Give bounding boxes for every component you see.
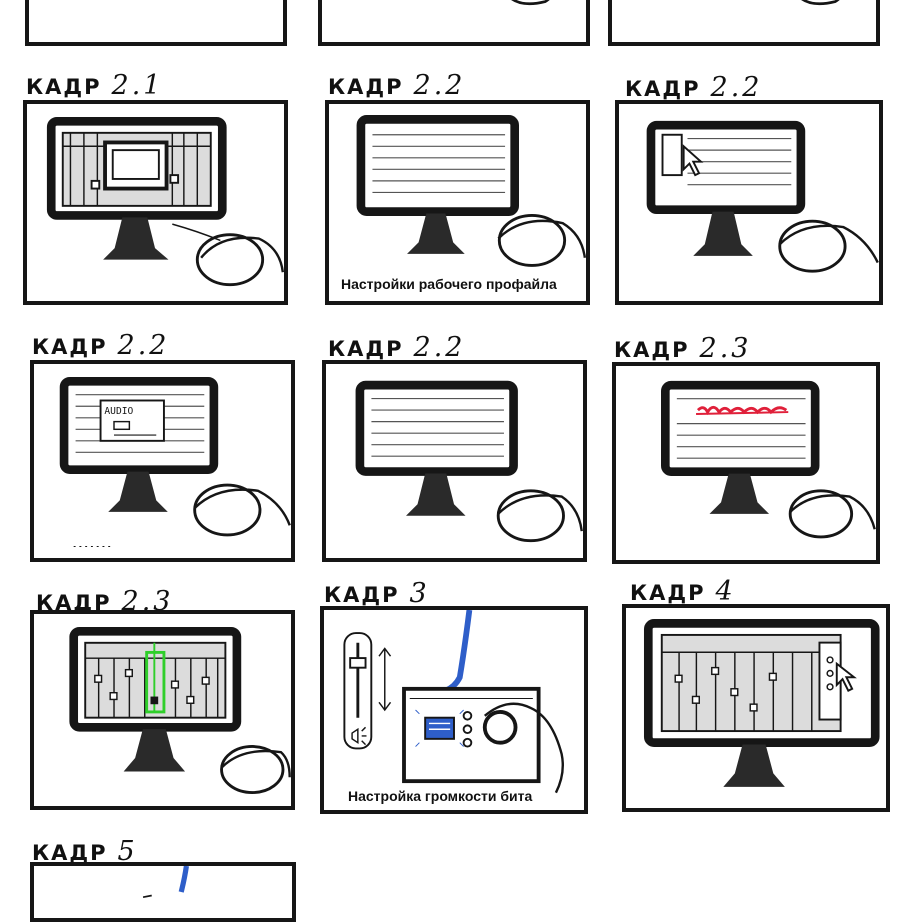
storyboard-frame-2-3-b [30,610,295,810]
frame-label: КАДР 2.2 [328,332,465,363]
frame-label: КАДР 2.2 [328,70,465,101]
mixer-side-sketch [643,619,880,787]
storyboard-frame-2-3-a [612,362,880,564]
frame-label-text: КАДР [328,75,404,99]
screen-text: AUDIO [104,406,133,417]
frame-sketch [801,0,840,6]
frame-number: 2.2 [413,70,466,101]
frame-label-text: КАДР [26,75,102,99]
frame-number: 2.3 [699,333,752,364]
frame-caption: Настройка громкости бита [348,788,533,804]
storyboard-frame-2-2-d [322,360,587,562]
frame-sketch [511,0,550,6]
frame-sketch [29,0,283,42]
mixer-popup-sketch [46,116,284,287]
frame-label-text: КАДР [32,335,108,359]
frame-label: КАДР 2.1 [26,70,163,101]
settings-screen-sketch [355,380,583,543]
frame-number: 3 [409,578,430,609]
frame-label-text: КАДР [630,581,706,605]
frame-number: 2.2 [413,332,466,363]
frame-number: 4 [715,576,736,607]
frame-label-text: КАДР [625,77,701,101]
storyboard-frame-2 [608,0,880,46]
settings-screen-sketch [356,115,586,267]
frame-number: 2.2 [117,330,170,361]
frame-caption: Настройки рабочего профайла [341,276,557,292]
frame-number: 5 [117,836,138,867]
audio-dialog-sketch: AUDIO [59,376,291,547]
frame-label-text: КАДР [32,841,108,865]
frame-label: КАДР 5 [32,836,138,867]
storyboard-frame-5 [30,862,296,922]
partial-sketch [142,866,189,899]
frame-label: КАДР 4 [630,576,736,607]
storyboard-frame-2-2-a: Настройки рабочего профайла [325,100,590,305]
frame-label: КАДР 2.2 [32,330,169,361]
mixer-green-sketch [69,626,291,794]
frame-label-text: КАДР [328,337,404,361]
storyboard-frame-2-1 [23,100,288,305]
frame-label: КАДР 2.3 [614,333,751,364]
storyboard-frame-2-2-b [615,100,883,305]
storyboard-frame-4 [622,604,890,812]
storyboard-frame-0 [25,0,287,46]
frame-number: 2.1 [111,70,164,101]
cursor-screen-sketch [646,120,879,273]
device-knob-sketch [343,610,564,794]
frame-label: КАДР 3 [324,578,430,609]
storyboard-frame-3: Настройка громкости бита [320,606,588,814]
frame-label-text: КАДР [614,338,690,362]
frame-number: 2.2 [710,72,763,103]
red-scribble-sketch [661,380,876,539]
frame-label: КАДР 2.2 [625,72,762,103]
storyboard-frame-2-2-c: AUDIO [30,360,295,562]
frame-label-text: КАДР [324,583,400,607]
storyboard-frame-1 [318,0,590,46]
